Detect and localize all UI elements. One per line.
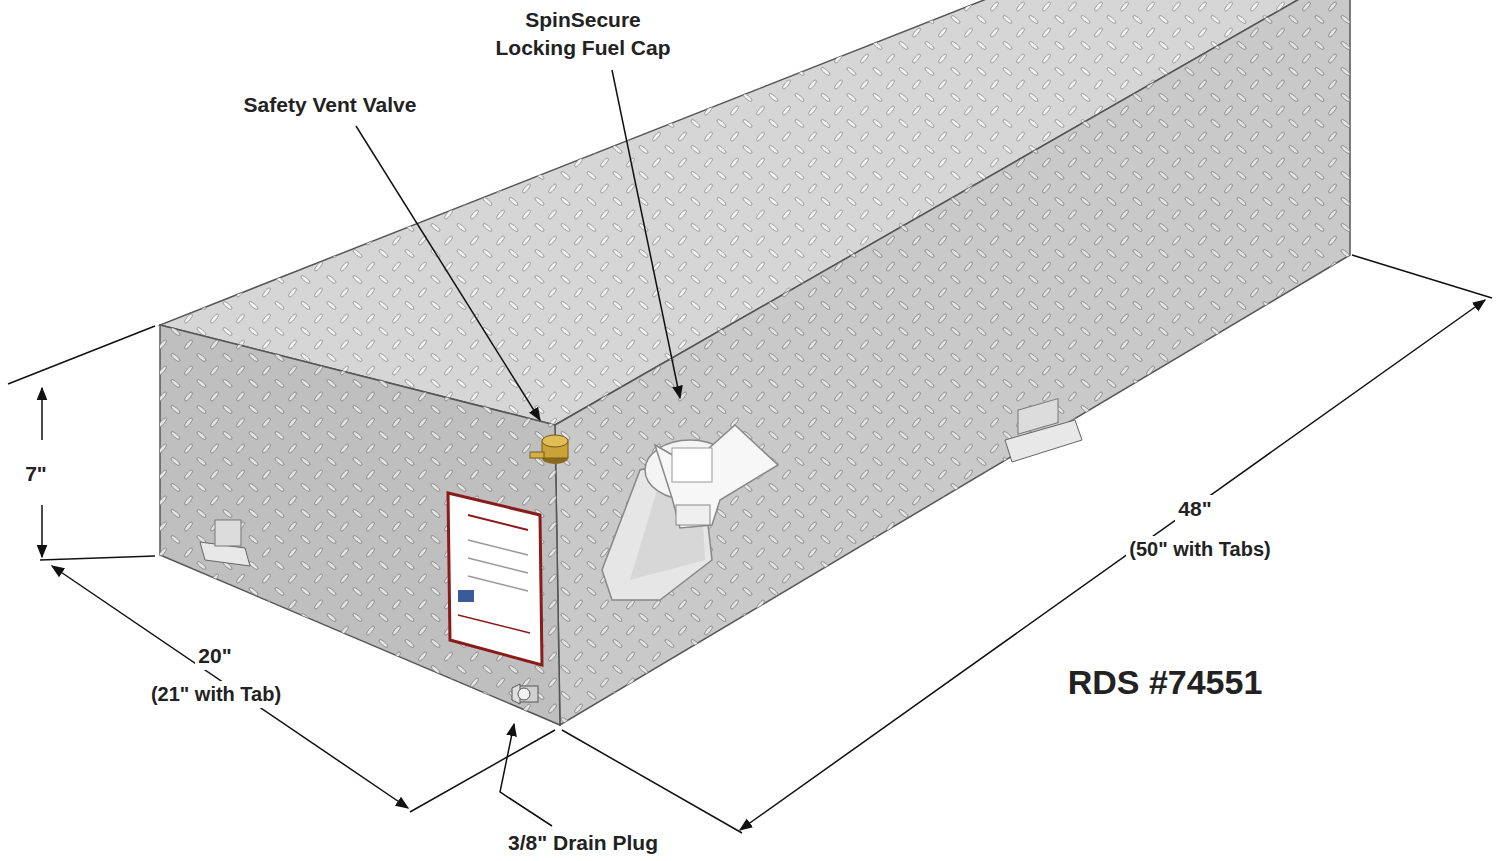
fuel-cap [602, 425, 778, 600]
tread-pattern [160, 325, 560, 725]
mounting-tab [215, 520, 241, 546]
leader-line [356, 70, 680, 826]
tread-pattern [555, 0, 1350, 725]
dimension-label: 20" [195, 642, 234, 670]
vent-valve [530, 435, 568, 464]
model-number: RDS #74551 [1035, 660, 1295, 706]
flag-mark [458, 590, 474, 602]
info-sticker [448, 493, 542, 665]
part-name: 3/8" Drain Plug [488, 829, 678, 857]
mounting-tab [1018, 399, 1058, 434]
dimension-label: 48" [1175, 495, 1214, 523]
dimension-line [8, 255, 1492, 833]
drain-plug [512, 684, 538, 704]
dimension-note: (50" with Tabs) [1126, 536, 1273, 563]
tank-end [160, 325, 560, 725]
part-name: SpinSecure Locking Fuel Cap [488, 6, 678, 63]
tank-side [555, 0, 1350, 725]
dimension-label: 7" [22, 460, 50, 488]
dimension-note: (21" with Tab) [148, 681, 284, 708]
part-name: Safety Vent Valve [200, 91, 460, 119]
